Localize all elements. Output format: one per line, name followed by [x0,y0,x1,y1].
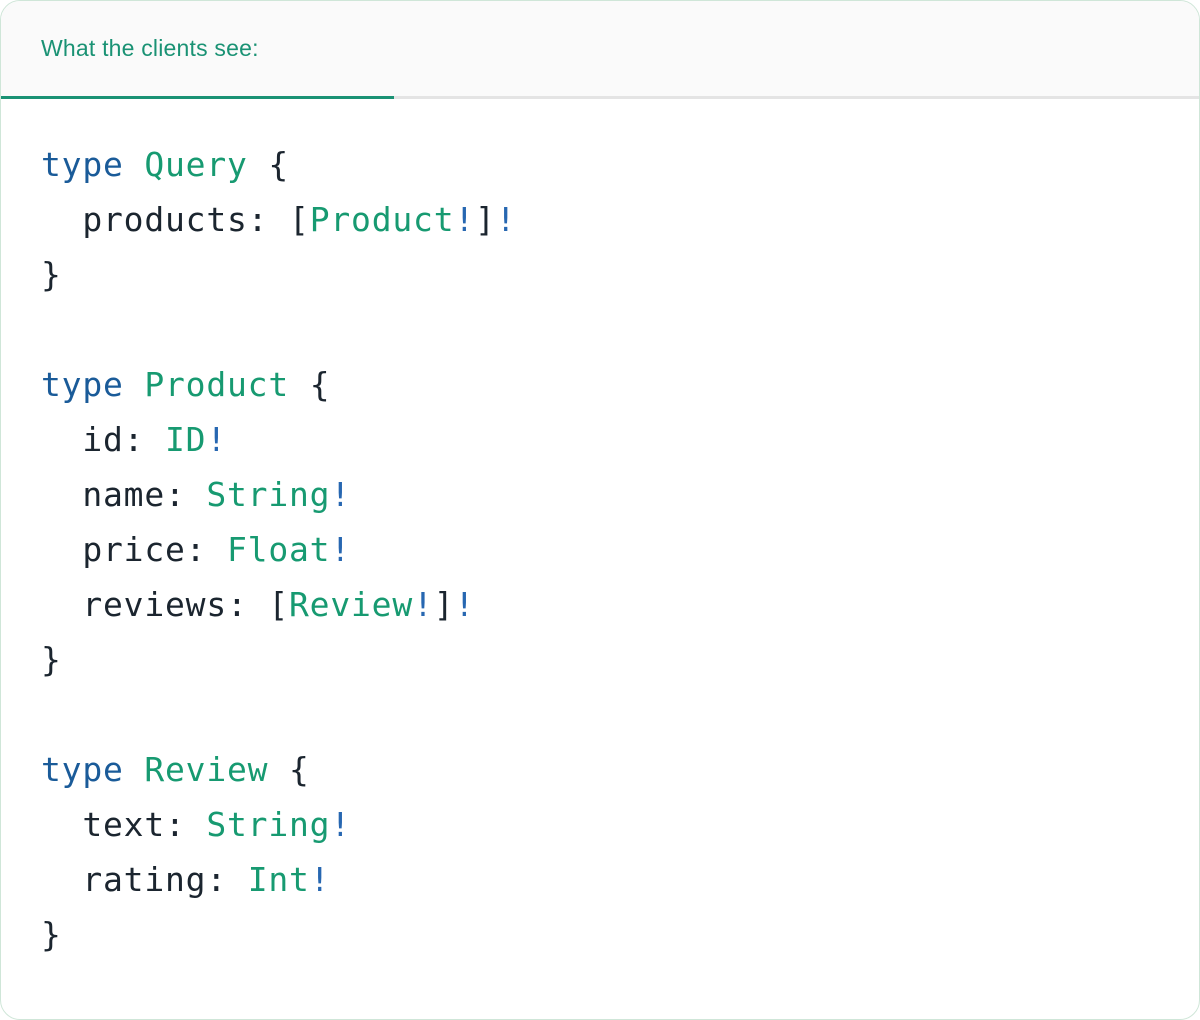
code-token-plain: name: [41,475,207,514]
tab-label: What the clients see: [41,35,259,61]
code-token-keyword: type [41,750,124,789]
code-line: name: String! [41,467,1159,522]
code-line: price: Float! [41,522,1159,577]
code-line: products: [Product!]! [41,192,1159,247]
code-token-type: String [206,475,331,514]
code-token-bang: ! [206,420,228,459]
code-line [41,302,1159,357]
code-token-plain: ] [475,200,496,239]
code-token-bang: ! [495,200,517,239]
code-token-plain: id: [41,420,166,459]
code-token-plain [124,750,145,789]
code-token-plain: { [289,365,331,404]
code-token-type: Product [144,365,290,404]
code-line: } [41,632,1159,687]
code-token-plain: } [41,255,62,294]
code-line: type Review { [41,742,1159,797]
code-token-plain [124,365,145,404]
code-token-plain: ] [433,585,455,624]
code-token-type: Product [309,200,455,239]
code-token-bang: ! [454,585,476,624]
code-token-plain: price: [41,530,228,569]
code-line: text: String! [41,797,1159,852]
code-token-plain: { [247,145,290,184]
code-token-bang: ! [330,475,352,514]
code-token-type: ID [165,420,207,459]
code-token-plain [124,145,145,184]
tab-active-indicator [1,96,394,99]
code-token-bang: ! [309,860,331,899]
code-line: } [41,907,1159,962]
code-line [41,687,1159,742]
code-token-plain: text: [41,805,207,844]
code-line: id: ID! [41,412,1159,467]
code-token-plain: } [41,640,62,679]
code-token-type: Query [144,145,248,184]
code-token-plain: { [268,750,310,789]
code-token-plain: } [41,915,62,954]
code-line: reviews: [Review!]! [41,577,1159,632]
code-token-bang: ! [330,530,352,569]
code-line: rating: Int! [41,852,1159,907]
code-token-bang: ! [454,200,476,239]
code-token-bang: ! [330,805,352,844]
code-block: type Query { products: [Product!]!} type… [1,99,1199,962]
code-line: type Query { [41,137,1159,192]
code-token-keyword: type [41,365,124,404]
panel-header: What the clients see: [1,1,1199,99]
code-token-type: Review [144,750,269,789]
header-underline [1,96,1199,99]
code-line: type Product { [41,357,1159,412]
code-token-type: Review [289,585,414,624]
code-token-type: Float [227,530,331,569]
code-line: } [41,247,1159,302]
tab-what-clients-see[interactable]: What the clients see: [1,1,394,96]
code-token-type: Int [247,860,310,899]
code-token-keyword: type [41,145,124,184]
code-token-type: String [206,805,331,844]
code-token-bang: ! [413,585,434,624]
code-token-plain: products: [ [41,200,310,239]
header-divider [394,96,1199,99]
code-token-plain: rating: [41,860,248,899]
code-token-plain: reviews: [ [41,585,290,624]
